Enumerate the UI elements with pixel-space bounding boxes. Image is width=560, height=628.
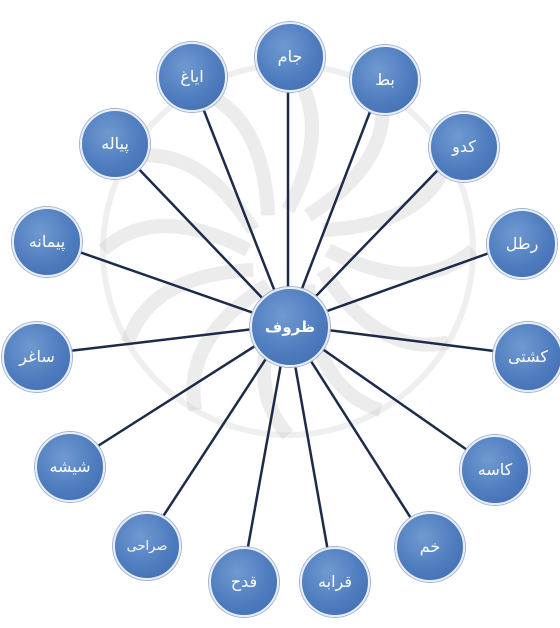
node-kadu: کدو bbox=[429, 112, 499, 182]
node-qarabeh: قرابه bbox=[300, 547, 370, 617]
connector-shisheh bbox=[67, 323, 289, 467]
connector-khom bbox=[286, 324, 430, 546]
watermark-petal bbox=[324, 243, 478, 281]
node-saghar: ساغر bbox=[2, 322, 72, 392]
node-qadah: قدح bbox=[209, 547, 279, 617]
watermark-petal bbox=[98, 219, 252, 257]
node-kashti: کشتی bbox=[493, 322, 560, 392]
connector-piyaleh bbox=[112, 141, 289, 326]
node-sorahi: صراحی bbox=[113, 512, 181, 580]
center-node: ظروف bbox=[250, 287, 330, 367]
node-shisheh: شیشه bbox=[35, 432, 105, 502]
node-piyaleh: پیاله bbox=[80, 109, 150, 179]
connector-bat bbox=[286, 77, 385, 326]
watermark-petal bbox=[186, 278, 272, 412]
connector-ayagh bbox=[188, 74, 290, 326]
node-kaseh: کاسه bbox=[460, 435, 530, 505]
connector-saghar bbox=[34, 323, 289, 357]
node-ayagh: ایاغ bbox=[157, 42, 227, 112]
node-khom: خم bbox=[395, 512, 465, 582]
connector-sorahi bbox=[143, 324, 290, 545]
connector-qarabeh bbox=[286, 324, 335, 581]
node-jam: جام bbox=[255, 22, 325, 92]
connector-kadu bbox=[287, 144, 463, 326]
watermark-petal bbox=[121, 263, 254, 345]
node-ratl: رطل bbox=[487, 209, 557, 279]
node-peymaneh: پیمانه bbox=[12, 207, 82, 277]
connector-peymaneh bbox=[44, 238, 289, 327]
node-bat: بط bbox=[350, 45, 420, 115]
connector-qadah bbox=[240, 324, 290, 581]
